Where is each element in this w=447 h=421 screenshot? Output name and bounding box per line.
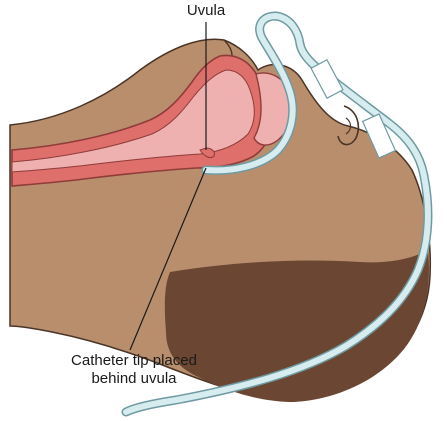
tape-strip-upper — [310, 58, 344, 100]
head-shadow — [164, 250, 429, 402]
soft-palate — [11, 69, 255, 173]
airway-tube — [123, 13, 431, 415]
catheter-tip-leader-line — [129, 167, 207, 351]
uvula — [199, 147, 215, 159]
tape-strip-lower — [361, 113, 397, 159]
uvula-label: Uvula — [186, 2, 226, 19]
catheter-tip-label-line-2: behind uvula — [91, 370, 177, 387]
ear — [337, 105, 360, 146]
ear-inner — [345, 117, 352, 135]
catheter-tip-label: Catheter tip placed behind uvula — [44, 352, 224, 388]
catheter-tip-label-line-1: Catheter tip placed — [71, 352, 197, 369]
